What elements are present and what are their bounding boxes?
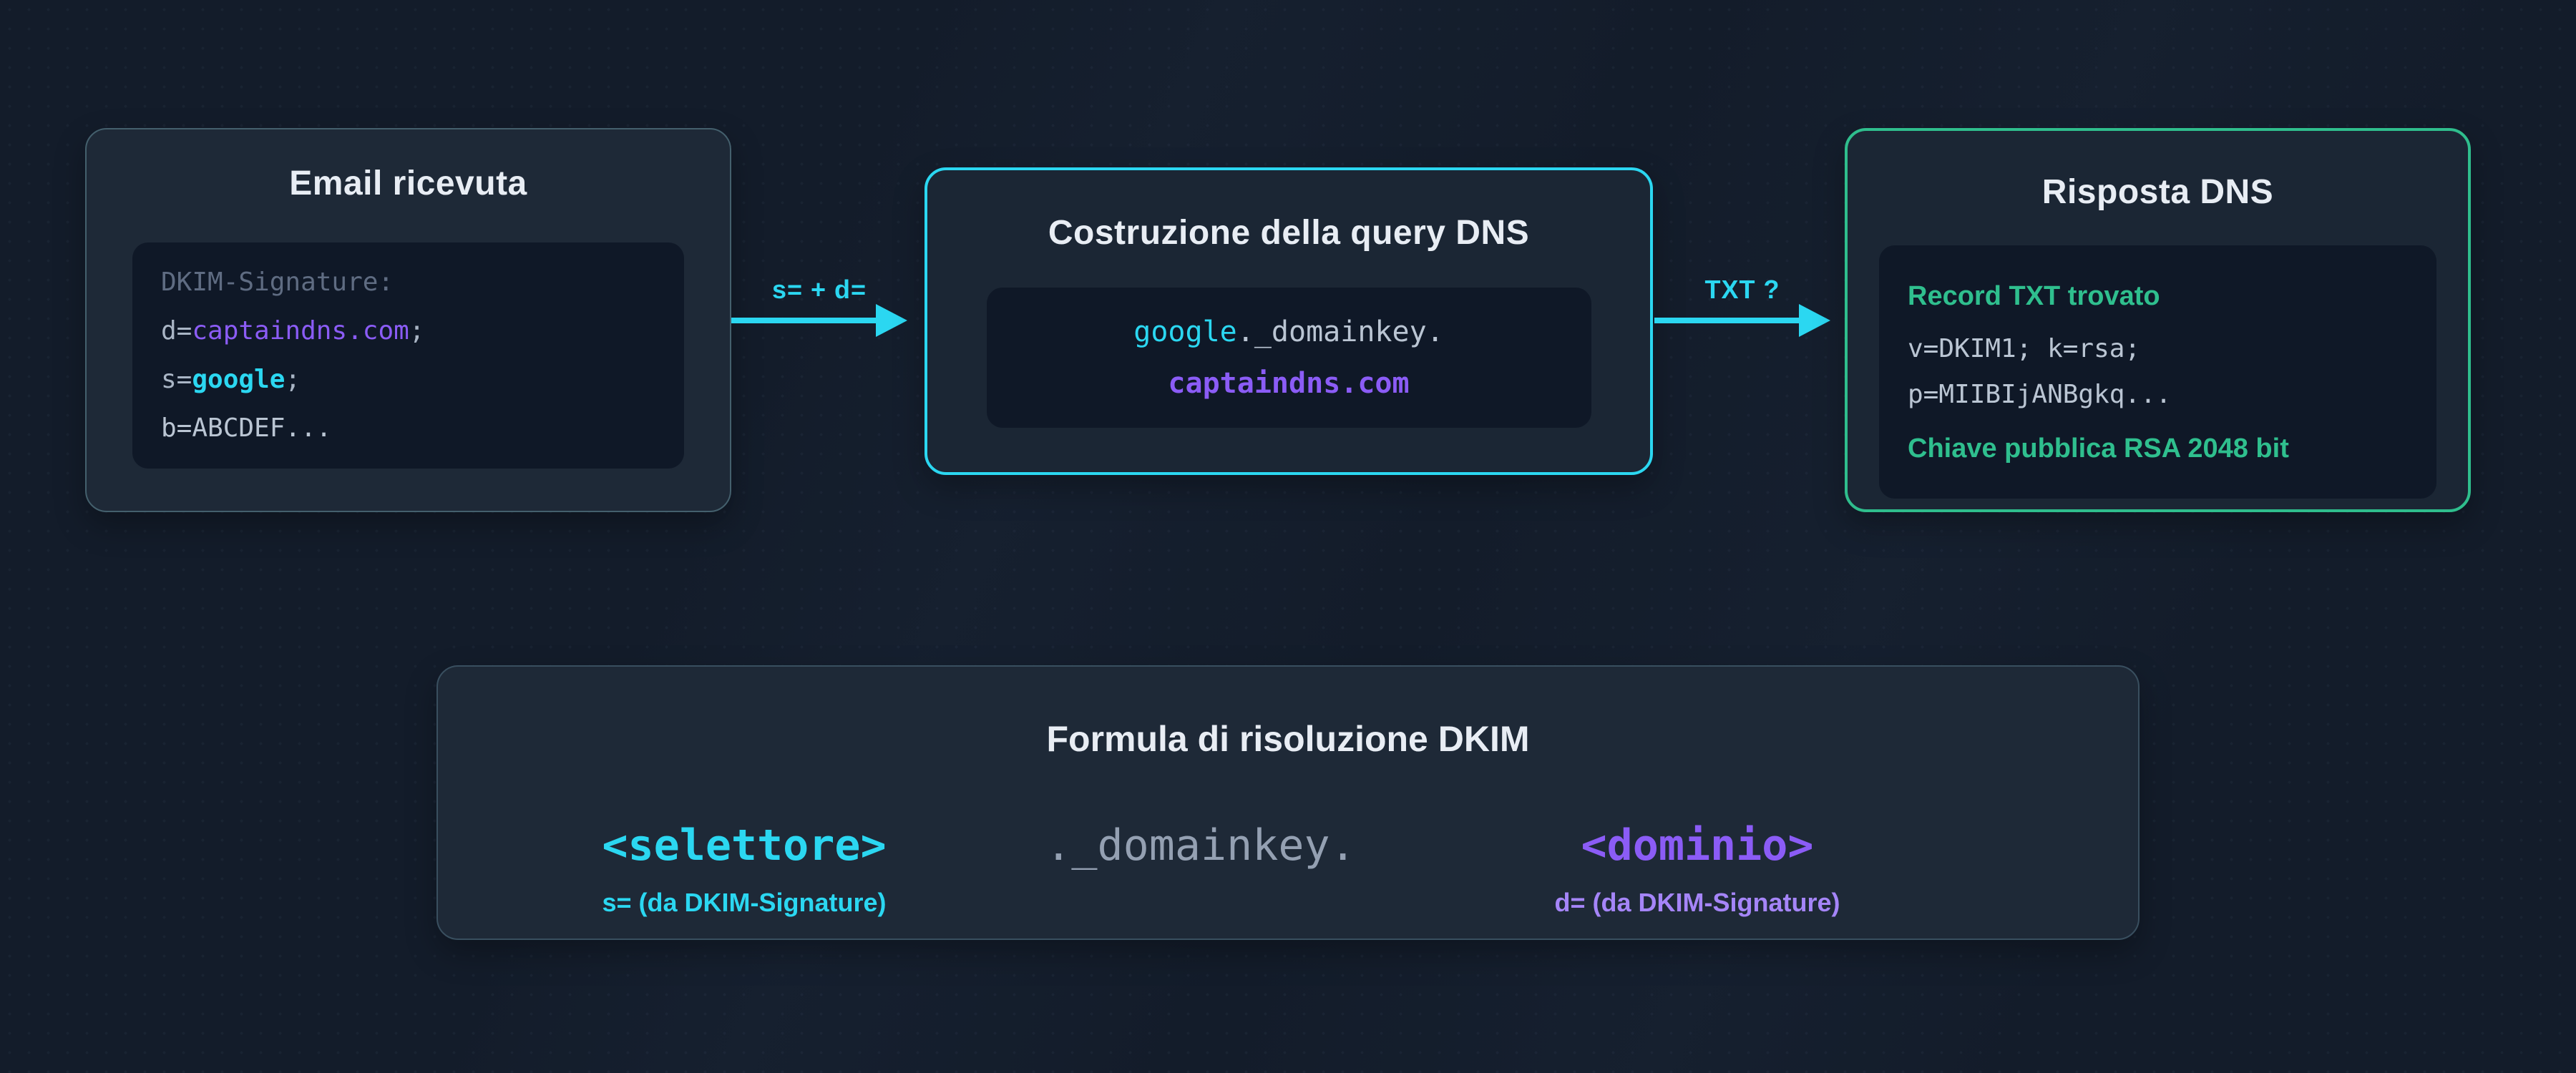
formula-domain-value: <dominio> xyxy=(1581,820,1814,871)
email-received-box: Email ricevuta DKIM-Signature: d=captaind… xyxy=(85,128,731,512)
arrow-query-to-response: TXT ? xyxy=(1654,275,1830,353)
formula-selector-note: s= (da DKIM-Signature) xyxy=(602,888,887,917)
dns-response-code-block: Record TXT trovato v=DKIM1; k=rsa; p=MIIBI… xyxy=(1879,245,2436,499)
code-token: Chiave pubblica RSA 2048 bit xyxy=(1908,433,2289,464)
code-line: captaindns.com xyxy=(1001,358,1577,409)
code-line: s=google; xyxy=(161,356,655,404)
arrow-line xyxy=(731,318,882,323)
dns-query-box-title: Costruzione della query DNS xyxy=(1048,214,1530,252)
code-token: p=MIIBIjANBgkq... xyxy=(1908,380,2172,409)
dns-response-box-title: Risposta DNS xyxy=(2041,173,2274,211)
dns-response-box: Risposta DNS Record TXT trovato v=DKIM1; … xyxy=(1845,128,2471,512)
code-token: ; xyxy=(409,316,425,346)
code-token: b=ABCDEF... xyxy=(161,413,332,443)
arrow-right-icon xyxy=(1799,304,1830,337)
formula-domain-note: d= (da DKIM-Signature) xyxy=(1554,888,1840,917)
formula-domainkey-column: ._domainkey. xyxy=(1045,820,1355,871)
formula-selector-value: <selettore> xyxy=(602,820,887,871)
code-token: ; xyxy=(285,365,301,394)
arrow-right-icon xyxy=(876,304,907,337)
code-token: DKIM-Signature: xyxy=(161,268,394,297)
code-token: captaindns.com xyxy=(1168,367,1410,400)
code-token: google xyxy=(1133,315,1237,348)
code-line: v=DKIM1; k=rsa; xyxy=(1908,326,2408,372)
code-token: s= xyxy=(161,365,192,394)
code-line: d=captaindns.com; xyxy=(161,307,655,356)
email-box-title: Email ricevuta xyxy=(289,165,527,202)
arrow-email-to-query: s= + d= xyxy=(731,275,907,353)
arrow-email-to-query-label: s= + d= xyxy=(771,275,867,304)
code-line: Chiave pubblica RSA 2048 bit xyxy=(1908,425,2408,471)
code-line: DKIM-Signature: xyxy=(161,258,655,307)
code-token: google xyxy=(192,365,286,394)
code-token: v=DKIM1; k=rsa; xyxy=(1908,334,2141,363)
code-line: p=MIIBIjANBgkq... xyxy=(1908,372,2408,418)
dns-query-box: Costruzione della query DNS google._doma… xyxy=(924,167,1653,475)
code-token: Record TXT trovato xyxy=(1908,281,2160,311)
code-line: Record TXT trovato xyxy=(1908,273,2408,319)
code-line: b=ABCDEF... xyxy=(161,404,655,453)
code-token: d= xyxy=(161,316,192,346)
code-line: google._domainkey. xyxy=(1001,306,1577,358)
code-token: ._domainkey. xyxy=(1236,315,1444,348)
formula-selector-column: <selettore> s= (da DKIM-Signature) xyxy=(602,820,886,918)
dns-query-code-block: google._domainkey. captaindns.com xyxy=(986,288,1591,428)
dkim-formula-box: Formula di risoluzione DKIM <selettore> … xyxy=(436,665,2140,940)
arrow-line xyxy=(1654,318,1805,323)
formula-domain-column: <dominio> d= (da DKIM-Signature) xyxy=(1554,820,1840,918)
code-token: captaindns.com xyxy=(192,316,409,346)
dkim-signature-code-block: DKIM-Signature:d=captaindns.com;s=google… xyxy=(132,242,684,469)
formula-domainkey-value: ._domainkey. xyxy=(1045,820,1356,871)
arrow-query-to-response-label: TXT ? xyxy=(1704,275,1780,304)
formula-title: Formula di risoluzione DKIM xyxy=(1046,719,1530,759)
